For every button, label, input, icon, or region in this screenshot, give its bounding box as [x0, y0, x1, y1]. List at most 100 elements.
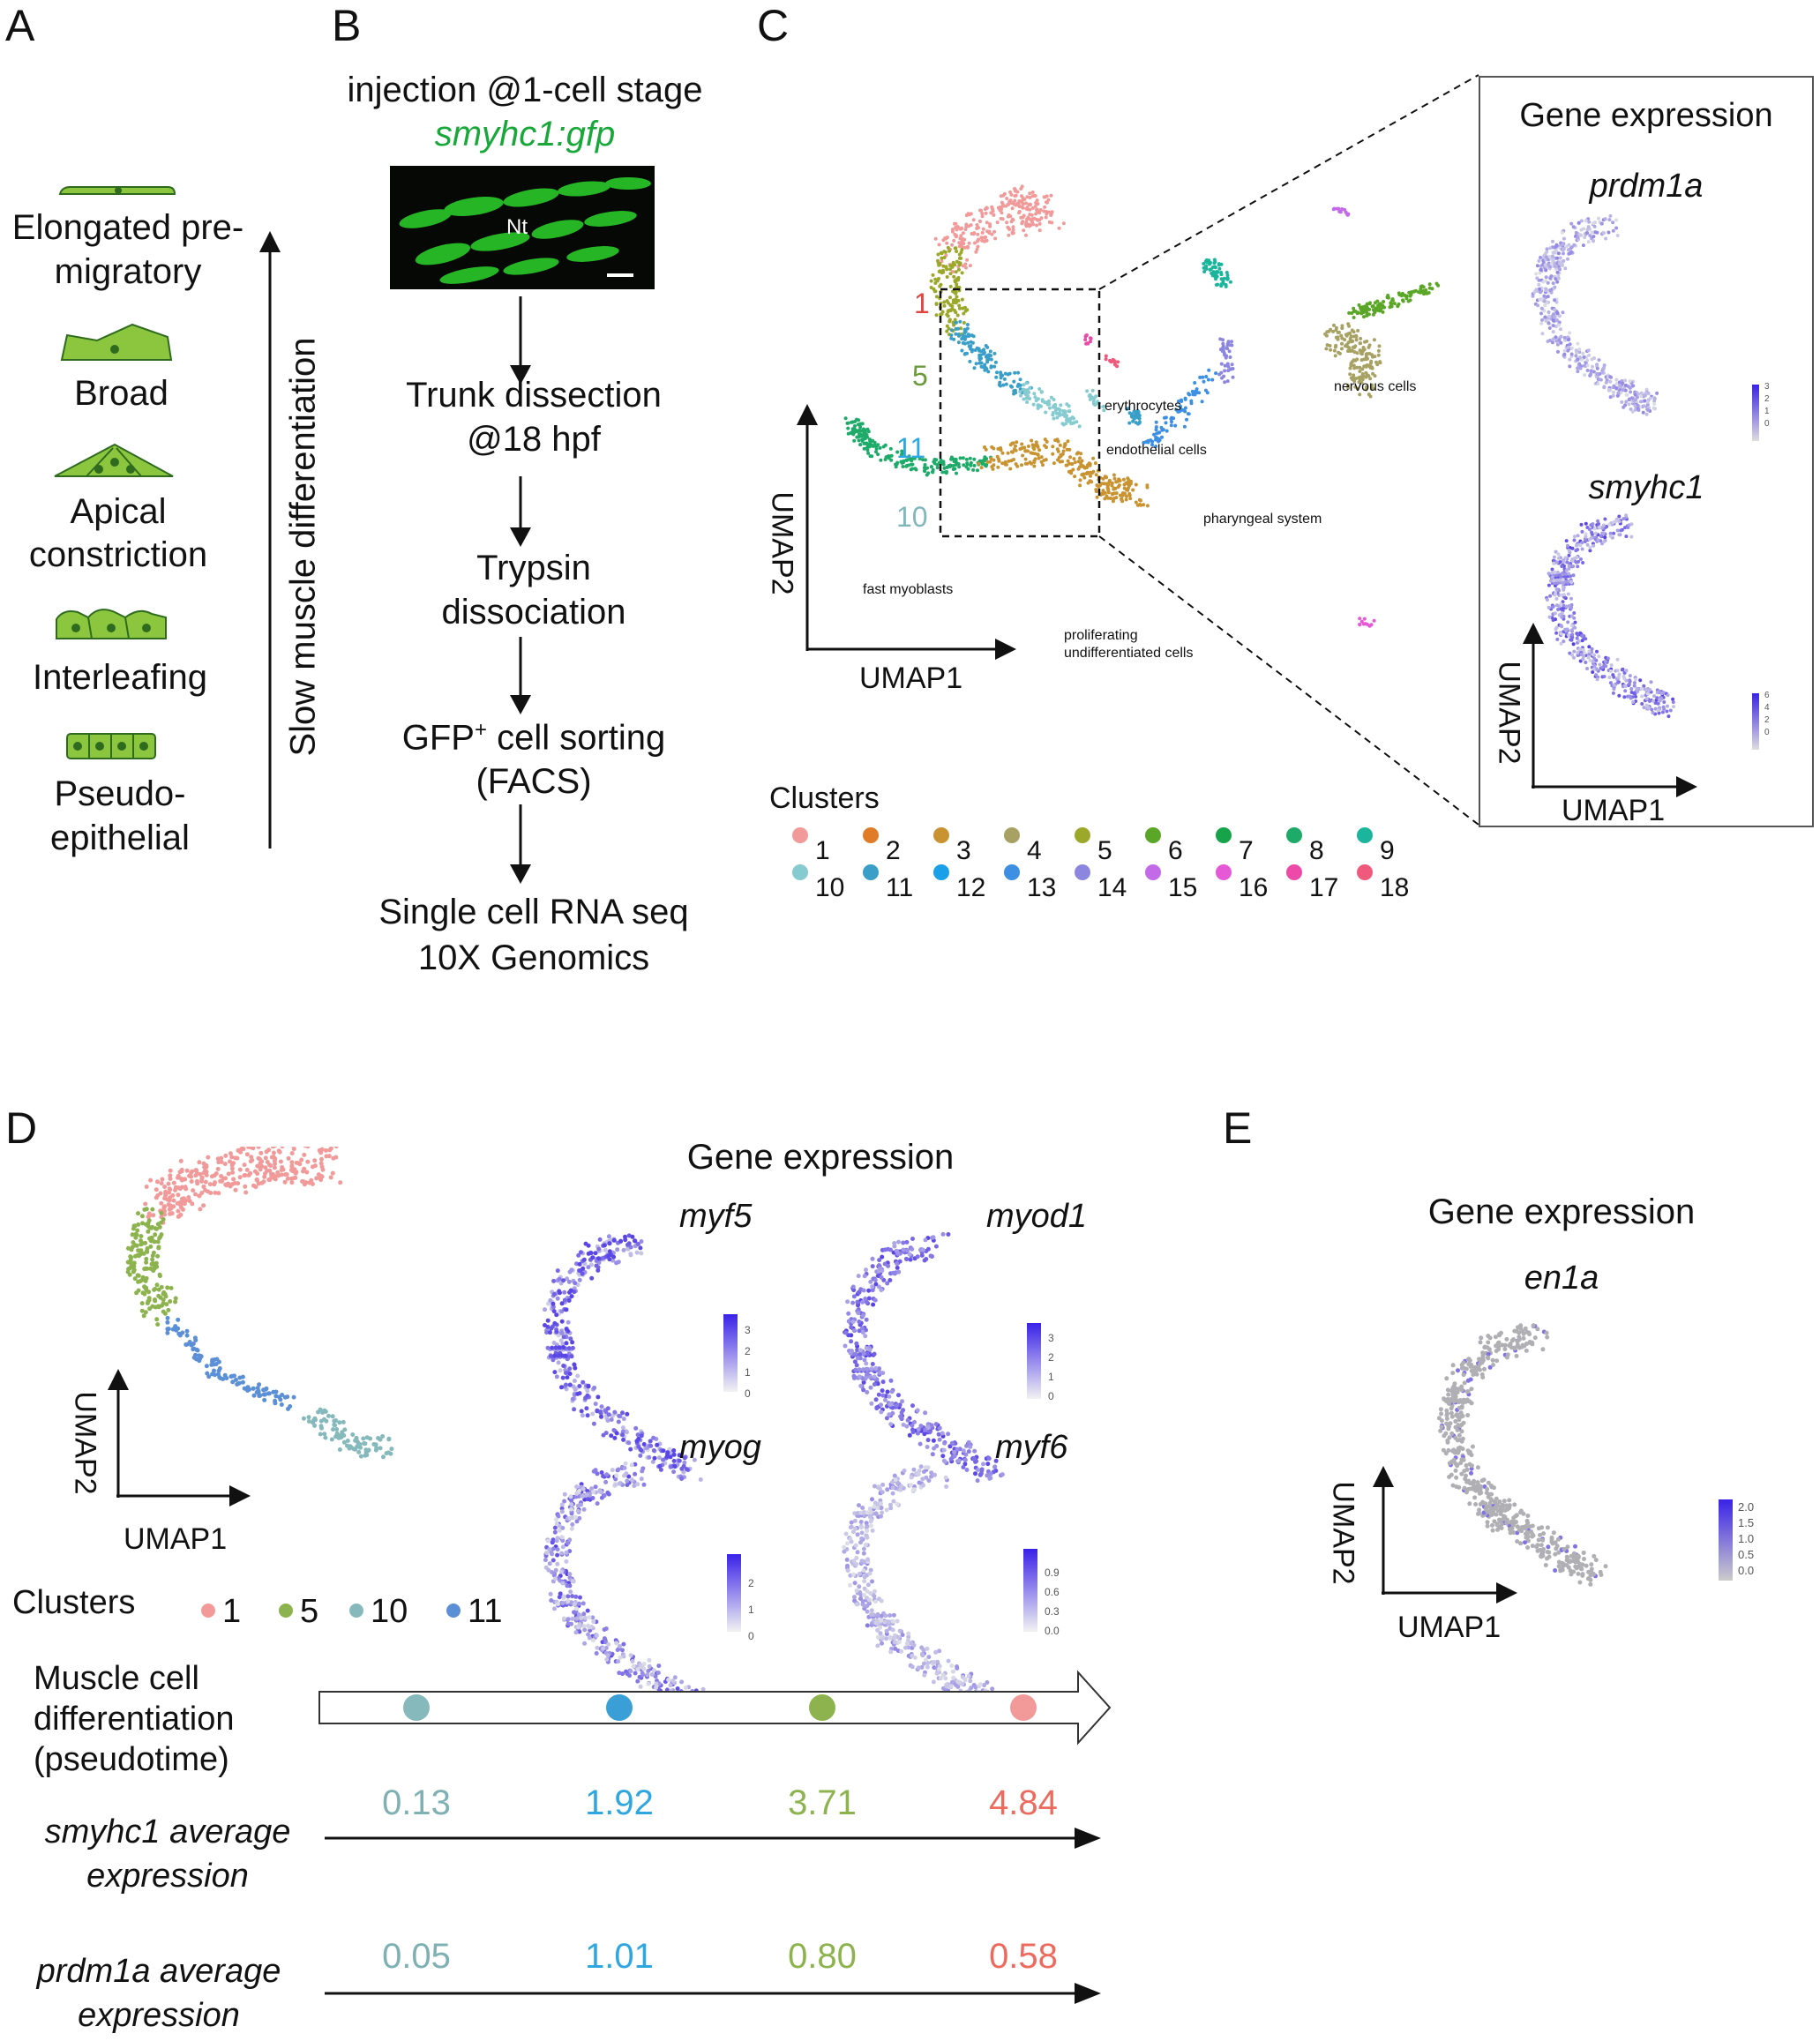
d-myf5-dot [655, 1442, 660, 1447]
d-myf5-dot [621, 1247, 626, 1252]
umap-cell-dot [1026, 215, 1030, 220]
umap-cell-dot [986, 370, 991, 374]
umap-cell-dot [858, 425, 863, 430]
umap-cell-dot [1202, 379, 1206, 384]
d-myf5-dot [641, 1442, 647, 1447]
d-myog-dot [670, 1678, 676, 1684]
d-myf5-dot [621, 1437, 626, 1442]
d-cell-dot [289, 1151, 295, 1155]
cluster-legend-number: 8 [1309, 836, 1324, 865]
smyhc1-cell-dot [1655, 691, 1659, 695]
prdm1a-cell-dot [1576, 366, 1580, 370]
umap-cell-dot [862, 446, 866, 451]
prdm1a-cell-dot [1569, 352, 1574, 356]
umap-cell-dot [936, 258, 940, 263]
prdm1a-cell-dot [1574, 230, 1578, 235]
d-cell-dot [189, 1179, 194, 1184]
umap-cell-dot [1360, 349, 1365, 354]
d-myog-dot [554, 1521, 559, 1526]
d-myod1-dot [1000, 1472, 1005, 1477]
umap-cell-dot [1020, 442, 1024, 446]
prdm1a-cell-dot [1592, 235, 1596, 239]
d-cell-dot [145, 1246, 150, 1251]
umap-cell-dot [1044, 215, 1048, 220]
d-myog-dot [625, 1478, 630, 1484]
smyhc1-cell-dot [1645, 692, 1650, 696]
cluster-legend-number: 13 [1027, 873, 1057, 902]
d-myf5-dot [616, 1419, 621, 1424]
umap-cell-dot [1085, 466, 1089, 469]
d-myod1-dot [900, 1399, 904, 1404]
stage-interleafing: Interleafing [33, 658, 207, 697]
umap-cell-dot [948, 295, 952, 300]
umap-cell-dot [1124, 497, 1128, 502]
umap-cell-dot [975, 223, 979, 227]
umap-cell-dot [1340, 347, 1344, 351]
d-myog-dot [632, 1484, 637, 1488]
d-cell-dot [218, 1376, 223, 1380]
d-cell-dot [374, 1446, 379, 1451]
d-myf6-dot [926, 1478, 932, 1484]
d-myf5-dot [648, 1443, 654, 1448]
smyhc1-cell-dot [1640, 702, 1644, 706]
umap-cell-dot [1427, 291, 1431, 295]
d-cell-dot [384, 1451, 389, 1456]
umap-cell-dot [1025, 206, 1030, 211]
d-cell-dot [189, 1342, 194, 1348]
d-myod1-dot [864, 1317, 869, 1322]
d-cell-dot [212, 1368, 216, 1373]
d-cell-dot [199, 1178, 204, 1184]
cluster-legend-number: 18 [1380, 873, 1410, 902]
smyhc1-cell-dot [1562, 587, 1566, 592]
prdm1a-cell-dot [1616, 391, 1621, 395]
umap-cell-dot [1358, 623, 1362, 627]
d-cell-dot [155, 1239, 161, 1245]
umap-cell-dot [977, 361, 982, 365]
umap-cell-dot [878, 445, 882, 450]
d-cell-dot [222, 1162, 228, 1167]
umap-cell-dot [948, 272, 953, 276]
umap-cell-dot [976, 468, 979, 473]
d-myog-dot [630, 1659, 635, 1663]
umap-cell-dot [1089, 336, 1093, 340]
d-myod1-dot [929, 1423, 934, 1428]
d-cell-dot [312, 1158, 318, 1163]
umap-cell-dot [1059, 403, 1063, 407]
d-myf6-dot [865, 1535, 870, 1540]
d-myod1-dot [904, 1239, 910, 1245]
d-myod1-dot [973, 1471, 977, 1477]
d-myf6-dot [868, 1519, 873, 1524]
prdm1a-cell-dot [1571, 225, 1576, 229]
umap-cell-dot [1214, 371, 1218, 376]
d-myod1-dot [861, 1379, 866, 1385]
d-cell-dot [333, 1147, 339, 1149]
umap-cell-dot [940, 256, 944, 260]
d-myf5-dot [638, 1245, 643, 1251]
smyhc1-cell-dot [1624, 535, 1629, 539]
d-myod1-dot [916, 1427, 921, 1432]
umap-cell-dot [1012, 379, 1016, 384]
umap-cell-dot [1400, 291, 1404, 295]
umap-cell-dot [1065, 414, 1068, 418]
d-myf5-dot [577, 1384, 582, 1388]
d-myf6-dot [918, 1464, 924, 1469]
d-cell-dot [193, 1352, 198, 1357]
d-myf6-dot [852, 1581, 858, 1586]
d-myf6-dot [880, 1482, 886, 1487]
d-cell-dot [168, 1177, 173, 1181]
smyhc1-cell-dot [1567, 564, 1571, 568]
d-myf5-dot [616, 1260, 621, 1265]
umap-cell-dot [941, 460, 946, 464]
umap-cell-dot [1126, 407, 1130, 411]
prdm1a-cell-dot [1614, 378, 1619, 382]
prdm1a-cell-dot [1587, 220, 1592, 224]
umap-cell-dot [1020, 184, 1024, 189]
step-trypsin: Trypsin [476, 549, 591, 587]
d-myog-dot [606, 1492, 611, 1497]
umap-cell-dot [1190, 389, 1195, 393]
d-myf5-dot [581, 1257, 587, 1262]
smyhc1-cell-dot [1614, 519, 1618, 523]
umap-cell-dot [1367, 624, 1372, 628]
d-myf5-dot [573, 1281, 578, 1286]
